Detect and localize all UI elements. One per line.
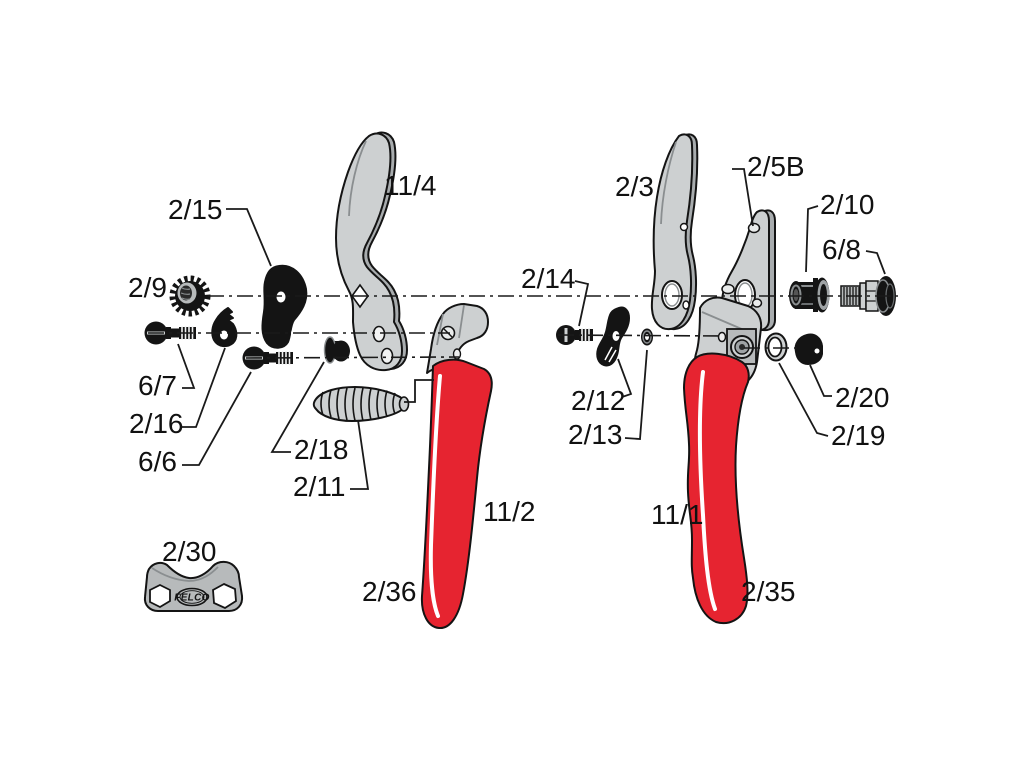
label-2-14: 2/14 (521, 263, 576, 294)
blade2-small-hole (682, 300, 690, 310)
label-2-30: 2/30 (162, 536, 217, 567)
wrench-2-30: FELCO (143, 560, 244, 612)
label-2-16: 2/16 (129, 408, 184, 439)
labels: 2/15 2/9 11/4 6/7 2/16 6/6 2/18 2/11 11/… (128, 151, 890, 607)
bushing-2-10 (789, 277, 830, 313)
leader-lines (177, 168, 886, 490)
label-6-6: 6/6 (138, 446, 177, 477)
label-2-10: 2/10 (820, 189, 875, 220)
grip-highlight (428, 374, 442, 618)
label-2-3: 2/3 (615, 171, 654, 202)
label-2-15: 2/15 (168, 194, 223, 225)
head-pin-top (747, 222, 761, 234)
label-11-2: 11/2 (483, 496, 535, 527)
label-2-12: 2/12 (571, 385, 626, 416)
label-2-11: 2/11 (293, 471, 345, 502)
label-2-19: 2/19 (831, 420, 886, 451)
label-2-13: 2/13 (568, 419, 623, 450)
blade-hole-lower (380, 347, 394, 365)
label-2-36: 2/36 (362, 576, 417, 607)
left-handle-11-2 (420, 303, 493, 630)
cap-2-20 (794, 333, 823, 365)
label-2-20: 2/20 (835, 382, 890, 413)
ring-2-19 (764, 332, 788, 362)
cutting-blade-2-3 (650, 133, 699, 331)
center-lines (148, 295, 898, 359)
bumper-2-18 (323, 336, 350, 364)
cam-plate-2-15 (261, 264, 308, 349)
label-2-9: 2/9 (128, 272, 167, 303)
head-small-hole (717, 331, 727, 343)
wrench-hex-hole-left (149, 583, 171, 609)
blade-hole-upper (372, 325, 386, 343)
felco-logo: FELCO (174, 593, 209, 604)
washer-2-13 (641, 328, 653, 346)
head-pin-left (721, 283, 735, 295)
head-2-5b (720, 209, 776, 332)
label-11-1: 11/1 (651, 499, 703, 530)
wrench-hex-hole-right (212, 582, 237, 610)
spring-2-11 (312, 386, 410, 422)
label-6-8: 6/8 (822, 234, 861, 265)
label-6-7: 6/7 (138, 370, 177, 401)
label-2-35: 2/35 (741, 576, 796, 607)
grip-highlight (697, 370, 717, 611)
right-grip-2-35 (683, 352, 750, 625)
label-2-5b: 2/5B (747, 151, 805, 182)
catch-2-12 (596, 306, 630, 367)
right-handle-11-1 (683, 352, 750, 625)
left-grip-2-36 (420, 358, 493, 630)
anvil-blade-11-4 (335, 131, 408, 372)
toothed-segment-2-16 (211, 307, 238, 348)
adjustment-nut-2-9 (169, 275, 211, 317)
blade2-pin-hole (679, 222, 689, 232)
label-11-4: 11/4 (384, 170, 436, 201)
head-pin-lower (751, 298, 763, 308)
label-2-18: 2/18 (294, 434, 349, 465)
